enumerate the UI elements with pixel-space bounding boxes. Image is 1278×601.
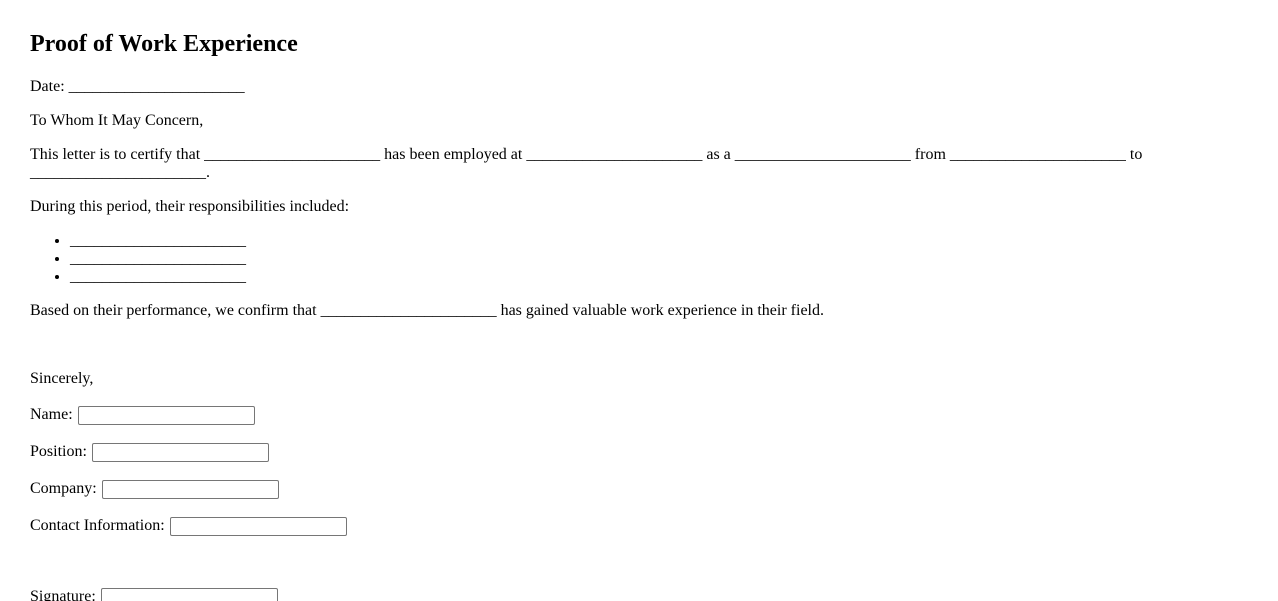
certify-text-1: This letter is to certify that (30, 146, 201, 163)
contact-information-row: Contact Information: (30, 515, 1248, 536)
company-row: Company: (30, 478, 1248, 499)
position-label: Position: (30, 443, 87, 460)
responsibility-blank-item: ______________________ (70, 232, 1248, 250)
certify-paragraph: This letter is to certify that _________… (30, 146, 1248, 182)
confirmation-name-blank: ______________________ (320, 302, 497, 319)
certify-period: . (206, 164, 210, 181)
date-blank: ______________________ (68, 78, 245, 95)
certify-text-4: from (914, 146, 946, 163)
salutation: To Whom It May Concern, (30, 112, 204, 129)
position-row: Position: (30, 441, 1248, 462)
confirmation-text-1: Based on their performance, we confirm t… (30, 302, 317, 319)
start-date-blank: ______________________ (949, 146, 1126, 163)
certify-text-3: as a (706, 146, 731, 163)
company-input[interactable] (101, 479, 279, 499)
employee-name-blank: ______________________ (204, 146, 381, 163)
name-row: Name: (30, 404, 1248, 425)
signature-label: Signature: (30, 588, 96, 601)
certify-text-2: has been employed at (384, 146, 523, 163)
certify-text-5: to (1129, 146, 1143, 163)
end-date-blank: ______________________ (30, 164, 206, 181)
signature-row: Signature: (30, 586, 1248, 601)
responsibility-blank-item: ______________________ (70, 268, 1248, 286)
responsibility-blank-item: ______________________ (70, 250, 1248, 268)
position-blank: ______________________ (734, 146, 911, 163)
responsibilities-list: ______________________ _________________… (30, 232, 1248, 286)
page-title: Proof of Work Experience (30, 31, 298, 57)
company-label: Company: (30, 480, 97, 497)
responsibilities-intro: During this period, their responsibiliti… (30, 198, 350, 215)
signature-input[interactable] (100, 587, 278, 601)
closing: Sincerely, (30, 370, 94, 387)
contact-information-label: Contact Information: (30, 517, 165, 534)
employer-blank: ______________________ (526, 146, 703, 163)
confirmation-text-2: has gained valuable work experience in t… (500, 302, 824, 319)
confirmation-paragraph: Based on their performance, we confirm t… (30, 302, 1248, 320)
position-input[interactable] (91, 442, 269, 462)
vertical-spacer (30, 552, 1248, 570)
date-line: Date: ______________________ (30, 78, 1248, 96)
date-label: Date: (30, 78, 65, 95)
vertical-spacer (30, 336, 1248, 354)
name-label: Name: (30, 406, 73, 423)
name-input[interactable] (77, 405, 255, 425)
contact-information-input[interactable] (169, 516, 347, 536)
